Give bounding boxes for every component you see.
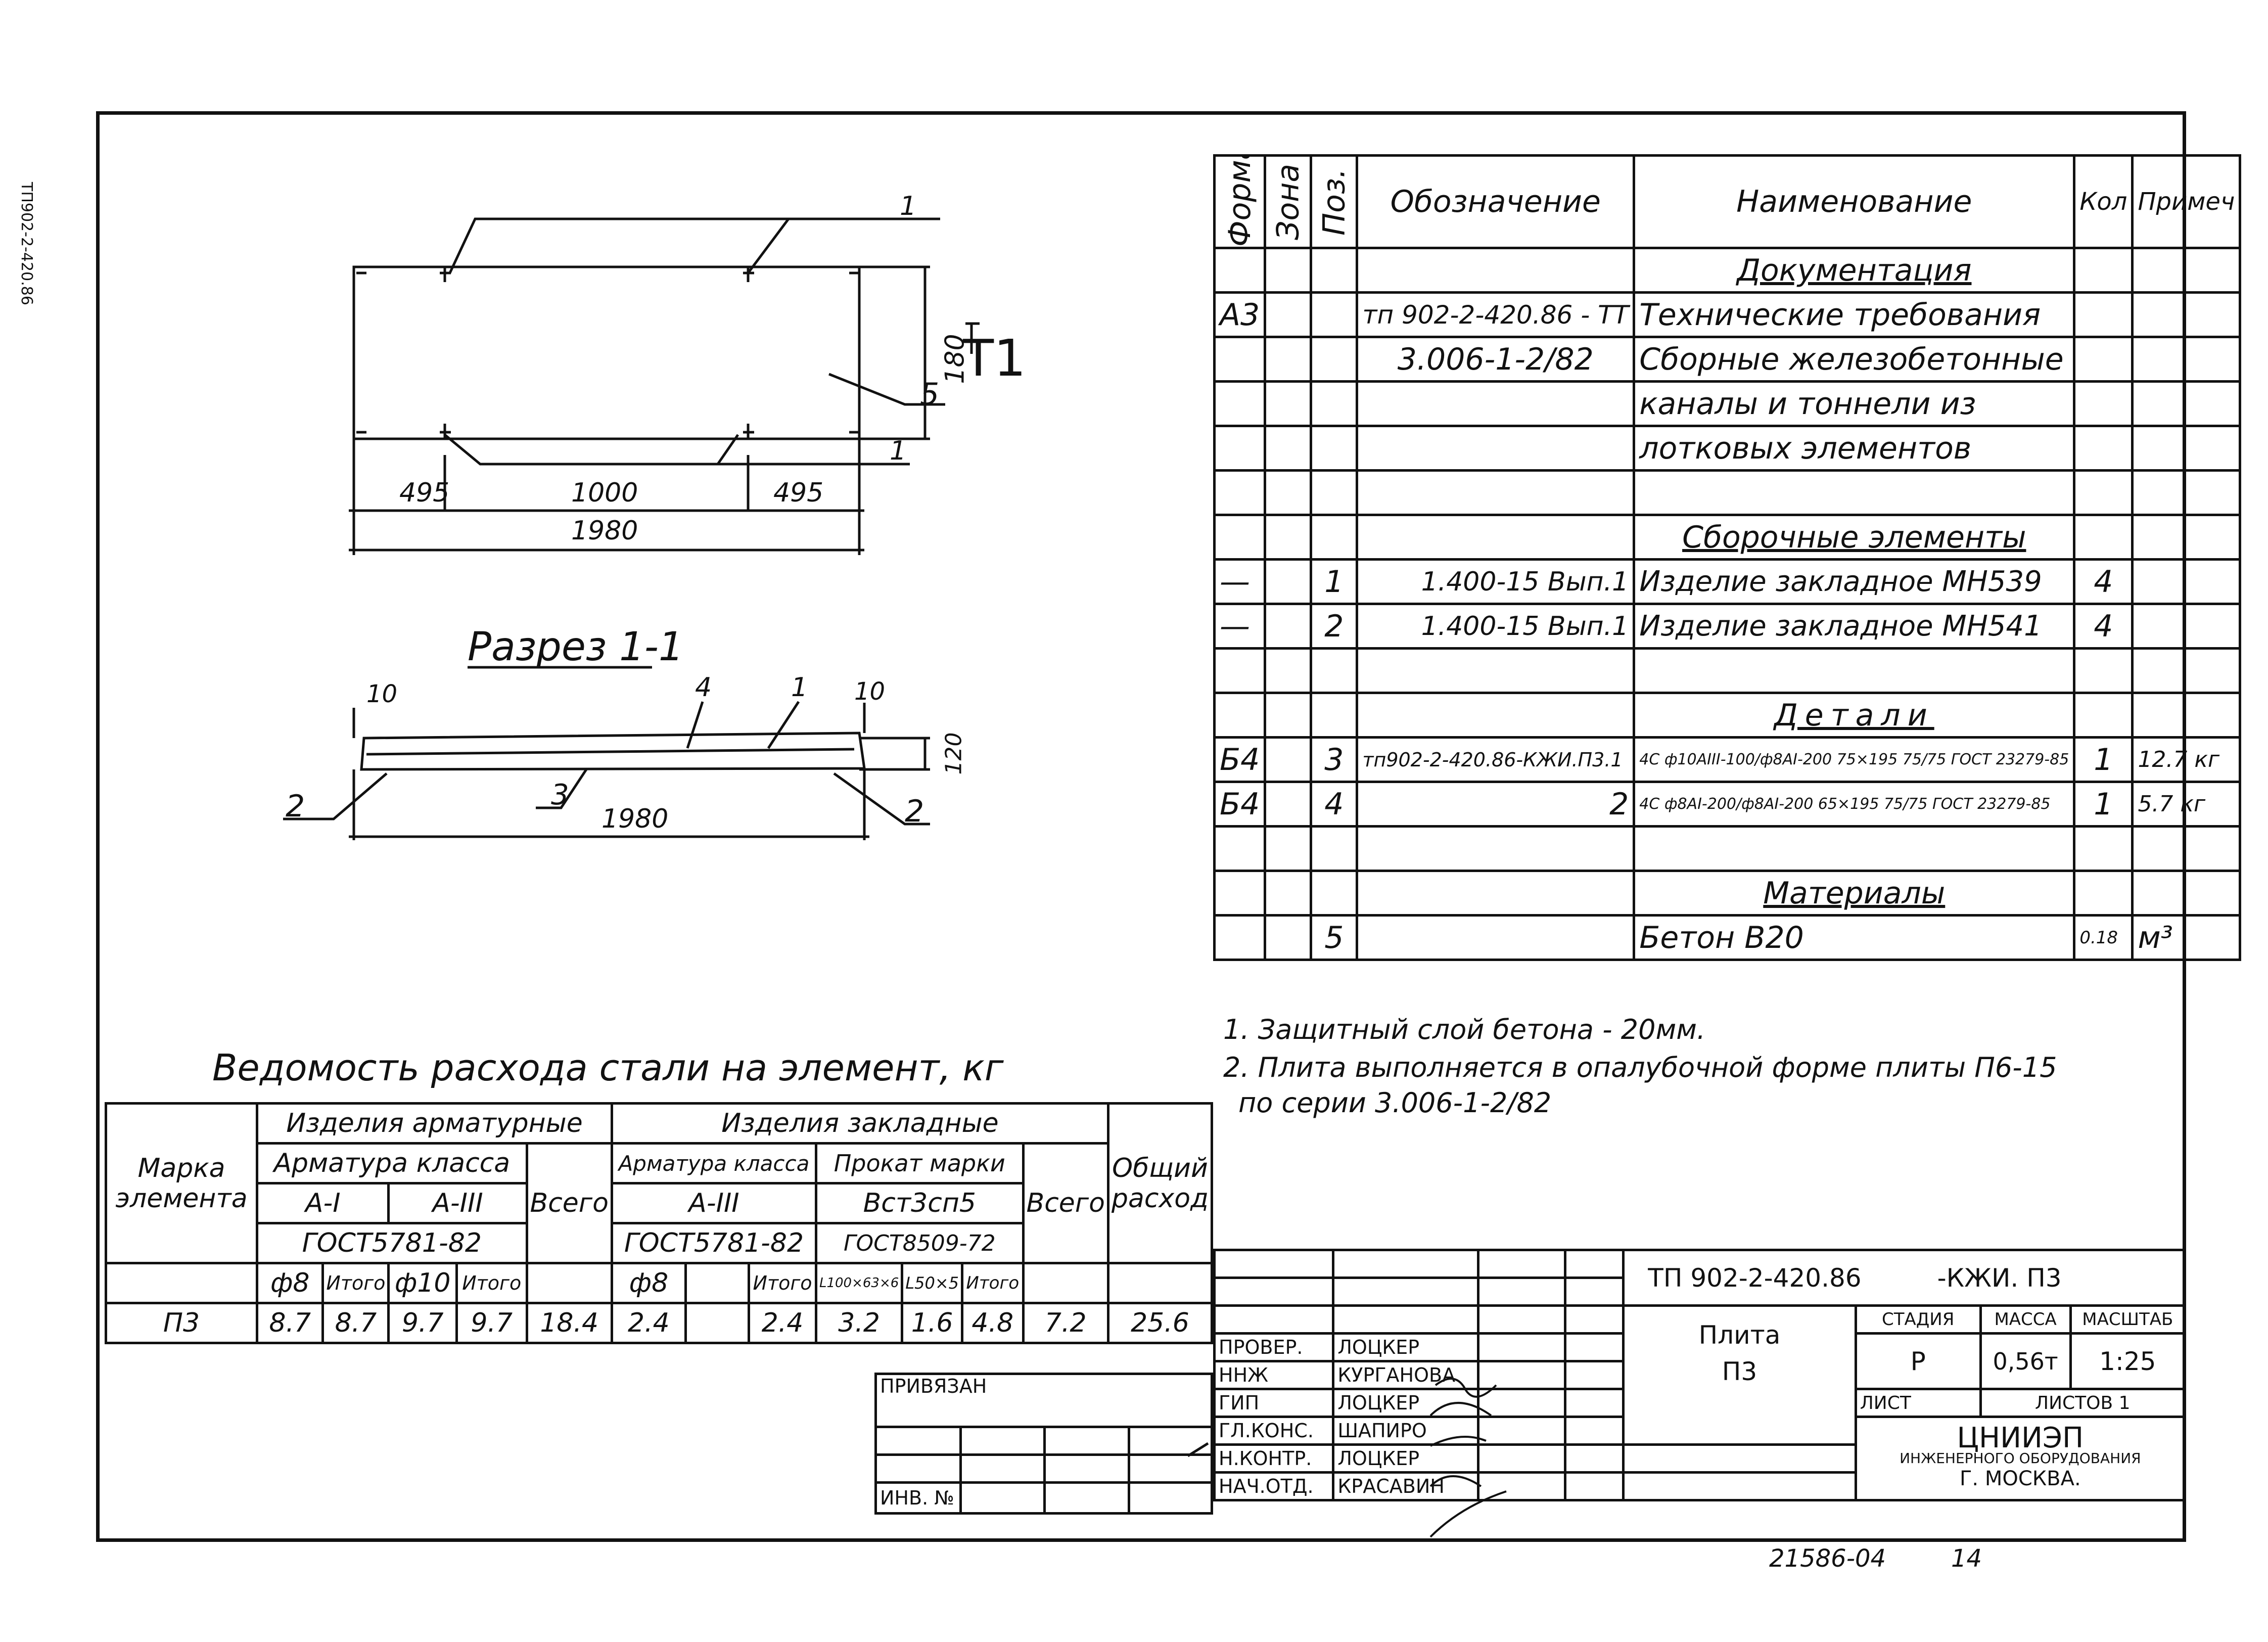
spec-row: Материалы: [1213, 870, 2242, 917]
h-arm-items: Изделия арматурные: [256, 1102, 613, 1145]
sec-callout-2b: 2: [905, 794, 924, 829]
org-3: Г. МОСКВА.: [1960, 1467, 2081, 1490]
section-title: Разрез 1-1: [468, 624, 684, 670]
org-1: ЦНИИЭП: [1957, 1422, 2084, 1454]
h-arm-class: Арматура класса: [256, 1142, 528, 1184]
callout-top: 1: [900, 191, 917, 221]
h-overall: Общий расход: [1106, 1102, 1214, 1264]
title-line2: П3: [1722, 1357, 1757, 1386]
steel-title: Ведомость расхода стали на элемент, кг: [212, 1046, 1004, 1089]
inv-label: ИНВ. №: [874, 1481, 962, 1515]
stage: Р: [1854, 1332, 1982, 1390]
bound-block: ПРИВЯЗАН ИНВ. №: [874, 1373, 1214, 1515]
h-total2: Всего: [1022, 1142, 1109, 1264]
sec-dim-left: 10: [366, 680, 398, 708]
title-line1: Плита: [1698, 1320, 1781, 1350]
doc-suffix: -КЖИ. П3: [1937, 1263, 2062, 1293]
sec-callout-3: 3: [551, 779, 569, 811]
h-arm-class2: Арматура класса: [610, 1142, 817, 1184]
spec-row: [1213, 469, 2242, 516]
org-2: ИНЖЕНЕРНОГО ОБОРУДОВАНИЯ: [1900, 1450, 2141, 1467]
callout-5: 5: [920, 377, 940, 412]
dim-total: 1980: [571, 516, 638, 546]
hdr-note: Примеч: [2131, 154, 2242, 249]
note-2: 2. Плита выполняется в опалубочной форме…: [1223, 1052, 2057, 1083]
plan-outline: [352, 265, 861, 440]
hdr-name: Наименование: [1633, 154, 2076, 249]
spec-row: Документация: [1213, 247, 2242, 294]
h-total1: Всего: [525, 1142, 613, 1264]
sec-dim-height: 120: [941, 732, 967, 775]
dim-right: 495: [773, 478, 824, 508]
specification-table: Формат Зона Поз. Обозначение Наименовани…: [1213, 154, 2242, 961]
note-3: по серии 3.006-1-2/82: [1238, 1087, 1552, 1119]
hdr-format: Формат: [1214, 155, 1265, 248]
h-rolled: Прокат марки: [814, 1142, 1025, 1184]
footer-number: 21586-04: [1769, 1544, 1886, 1573]
spec-row: каналы и тоннели из: [1213, 380, 2242, 427]
footer-page: 14: [1951, 1544, 1982, 1573]
steel-table: Марка элемента Изделия арматурные Издели…: [104, 1102, 1214, 1344]
hdr-designation: Обозначение: [1356, 154, 1636, 249]
hdr-qty: Кол: [2073, 154, 2134, 249]
sec-dim-total: 1980: [601, 804, 669, 834]
mass: 0,56т: [1979, 1332, 2072, 1390]
h-mark: Марка элемента: [104, 1102, 259, 1264]
bound-label: ПРИВЯЗАН: [874, 1373, 1213, 1428]
h-emb-items: Изделия закладные: [610, 1102, 1109, 1145]
spec-row: Сборочные элементы: [1213, 514, 2242, 561]
callout-bottom: 1: [890, 436, 907, 466]
dim-middle: 1000: [571, 478, 638, 508]
hdr-pos: Поз.: [1311, 155, 1357, 248]
spec-row: [1213, 647, 2242, 694]
spec-row: лотковых элементов: [1213, 425, 2242, 472]
doc-code: ТП 902-2-420.86: [1648, 1263, 1862, 1293]
note-1: 1. Защитный слой бетона - 20мм.: [1223, 1014, 1706, 1045]
sec-callout-1: 1: [791, 672, 808, 703]
view-label: Т1: [963, 329, 1026, 388]
spec-row: [1213, 825, 2242, 872]
dim-left: 495: [399, 478, 450, 508]
sec-dim-right: 10: [854, 677, 886, 706]
sec-callout-4: 4: [695, 672, 712, 703]
hdr-zone: Зона: [1265, 155, 1311, 248]
spec-row: Детали: [1213, 692, 2242, 739]
scale: 1:25: [2069, 1332, 2187, 1390]
sec-callout-2a: 2: [286, 789, 305, 824]
